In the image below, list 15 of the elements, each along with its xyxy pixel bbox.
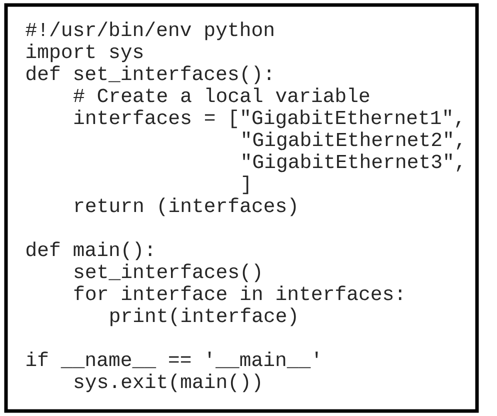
- code-line: def set_interfaces():: [26, 66, 270, 84]
- code-line: "GigabitEthernet2",: [243, 132, 462, 150]
- code-line: print(interface): [110, 308, 296, 326]
- code-line: #!/usr/bin/env python: [26, 22, 274, 40]
- code-line: import sys: [26, 44, 143, 62]
- code-line: interfaces = ["GigabitEthernet1",: [74, 110, 460, 128]
- code-line: def main():: [26, 242, 152, 260]
- code-line: set_interfaces(): [74, 264, 260, 282]
- code-line: ]: [242, 176, 248, 194]
- code-line: if __name__ == '__main__': [26, 352, 318, 368]
- code-line: "GigabitEthernet3",: [243, 154, 462, 172]
- code-line: return (interfaces): [75, 198, 296, 216]
- code-line: for interface in interfaces:: [74, 286, 402, 300]
- code-line: sys.exit(main()): [74, 374, 260, 392]
- code-line: # Create a local variable: [74, 88, 370, 102]
